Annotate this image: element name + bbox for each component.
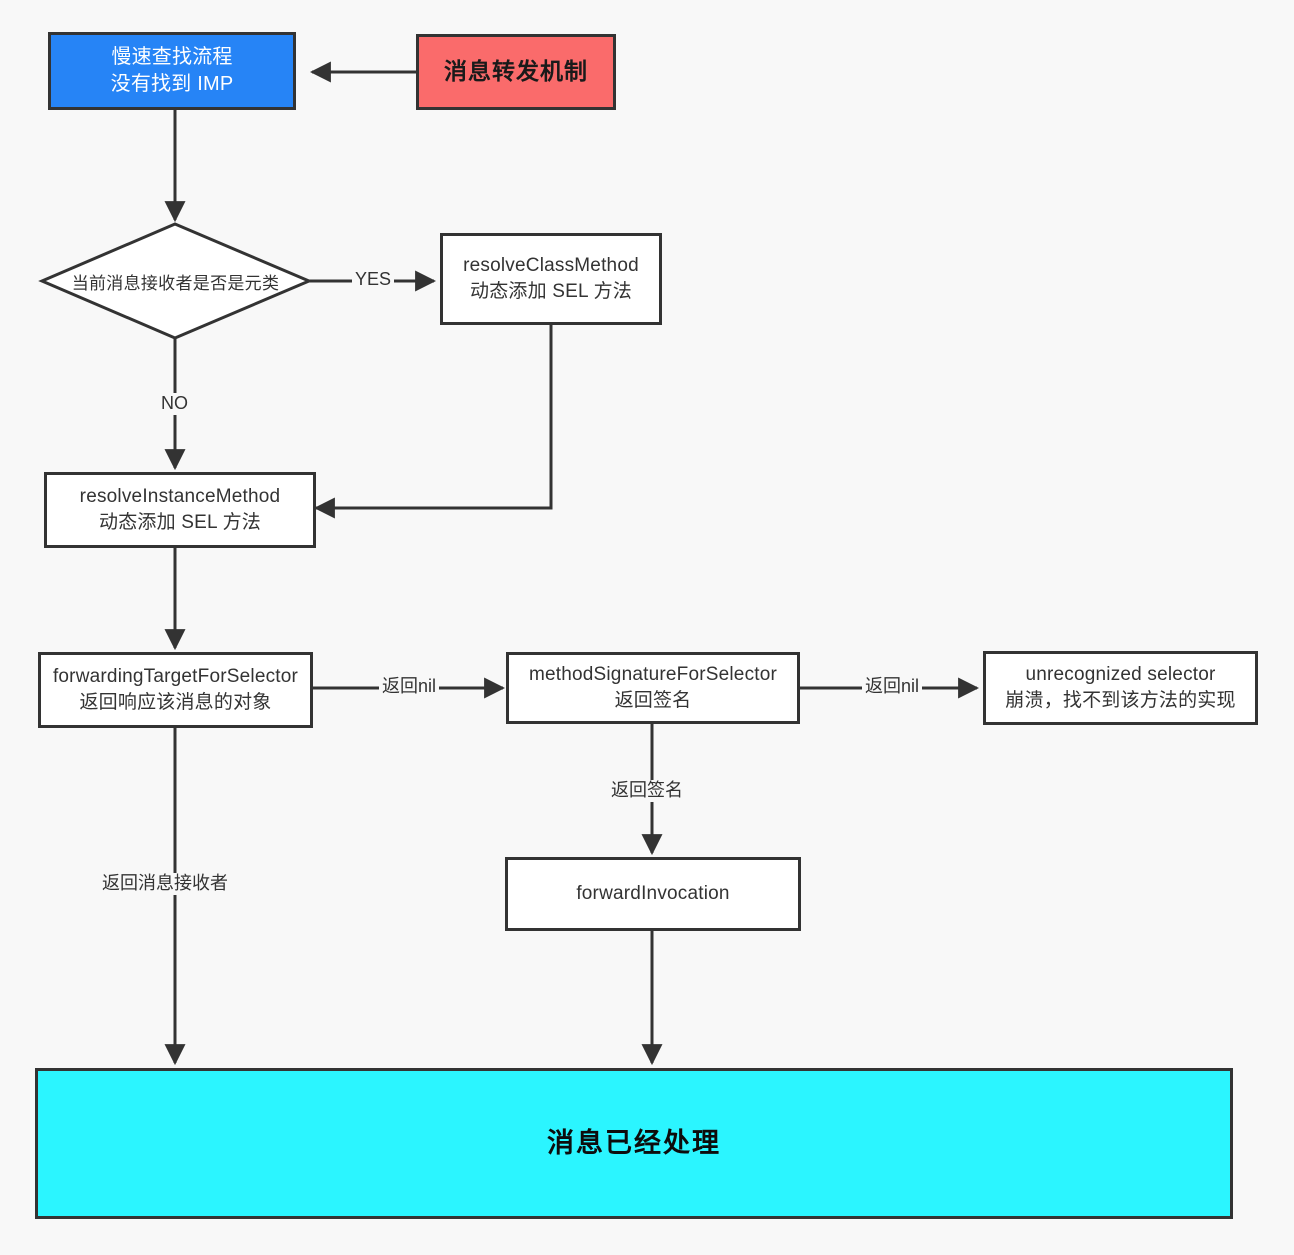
node-resolve-instance-method[interactable]: resolveInstanceMethod 动态添加 SEL 方法 (44, 472, 316, 548)
edge-label-yes-text: YES (355, 269, 392, 289)
node-forward-invocation[interactable]: forwardInvocation (505, 857, 801, 931)
edge-class-to-instance (313, 325, 553, 519)
edge-label-no: NO (158, 393, 191, 415)
node-forward-invocation-label: forwardInvocation (576, 883, 730, 905)
node-unrecognized-selector-label: unrecognized selector 崩溃，找不到该方法的实现 (1005, 664, 1236, 711)
node-decision-is-metaclass[interactable]: 当前消息接收者是否是元类 (42, 224, 309, 338)
edge-label-no-text: NO (161, 393, 188, 413)
edge-label-return-nil-2: 返回nil (862, 676, 923, 698)
node-forwarding-target-label: forwardingTargetForSelector 返回响应该消息的对象 (52, 666, 299, 713)
node-forwarding-target-for-selector[interactable]: forwardingTargetForSelector 返回响应该消息的对象 (38, 652, 313, 728)
node-entry-label: 慢速查找流程 没有找到 IMP (110, 46, 234, 95)
node-entry[interactable]: 慢速查找流程 没有找到 IMP (48, 32, 296, 110)
edge-label-return-signature: 返回签名 (608, 780, 686, 802)
node-unrecognized-selector[interactable]: unrecognized selector 崩溃，找不到该方法的实现 (983, 651, 1258, 725)
node-message-handled-label: 消息已经处理 (547, 1128, 721, 1159)
node-message-handled[interactable]: 消息已经处理 (35, 1068, 1233, 1219)
node-decision-label: 当前消息接收者是否是元类 (71, 273, 280, 293)
edge-label-return-nil-1: 返回nil (379, 676, 440, 698)
node-resolve-instance-method-label: resolveInstanceMethod 动态添加 SEL 方法 (79, 486, 281, 533)
edge-label-return-receiver: 返回消息接收者 (99, 873, 231, 895)
edge-label-return-signature-text: 返回签名 (611, 780, 683, 800)
node-trigger-label: 消息转发机制 (444, 58, 588, 85)
node-resolve-class-method-label: resolveClassMethod 动态添加 SEL 方法 (463, 255, 639, 302)
node-method-signature-for-selector[interactable]: methodSignatureForSelector 返回签名 (506, 652, 800, 724)
node-method-signature-label: methodSignatureForSelector 返回签名 (528, 664, 778, 711)
edge-label-return-nil-2-text: 返回nil (865, 676, 920, 696)
edge-label-return-receiver-text: 返回消息接收者 (102, 873, 228, 893)
node-resolve-class-method[interactable]: resolveClassMethod 动态添加 SEL 方法 (440, 233, 662, 325)
edge-label-return-nil-1-text: 返回nil (382, 676, 437, 696)
node-message-forwarding-trigger[interactable]: 消息转发机制 (416, 34, 616, 110)
edge-label-yes: YES (352, 269, 395, 291)
